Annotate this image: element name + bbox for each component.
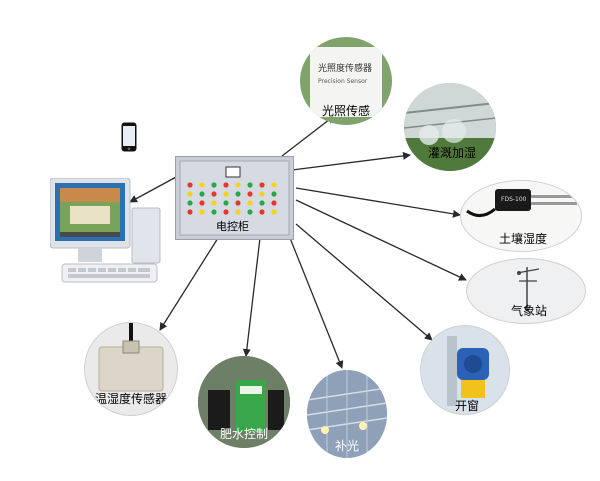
indicator-lamp (259, 200, 265, 206)
node-window: 开窗 (420, 325, 510, 415)
indicator-lamp (235, 182, 241, 188)
node-temp-humidity: 温湿度传感器 (84, 322, 178, 416)
indicator-lamp (199, 200, 205, 206)
node-light-sensor: 光照度传感器 Precision Sensor 光照传感 (300, 37, 392, 125)
indicator-lamp (223, 191, 229, 197)
indicator-lamp (259, 209, 265, 215)
arrow-to-window (295, 223, 433, 341)
arrow-to-soil (295, 187, 461, 218)
indicator-lamp (199, 191, 205, 197)
indicator-lamp (187, 200, 193, 206)
soil-probe-text: FDS-100 (501, 196, 527, 203)
fertilizer-label: 肥水控制 (220, 427, 269, 441)
arrow-to-irrigation (291, 151, 411, 171)
indicator-lamp (211, 209, 217, 215)
indicator-lamp (271, 209, 277, 215)
indicator-lamp (271, 200, 277, 206)
arrow-to-fill-light (289, 237, 344, 369)
indicator-lamp (235, 209, 241, 215)
light-sensor-device-text: 光照度传感器 (318, 64, 373, 74)
node-fertilizer: 肥水控制 (198, 356, 290, 448)
indicator-lamp (199, 209, 205, 215)
node-fill-light: 补光 (307, 370, 387, 458)
computer-icon (49, 177, 165, 298)
indicator-lamp (259, 191, 265, 197)
control-cabinet: 电控柜 (175, 156, 294, 240)
light-sensor-label: 光照传感 (322, 104, 371, 118)
indicator-lamp (223, 182, 229, 188)
soil-label: 土壤湿度 (499, 232, 548, 246)
fill-light-label: 补光 (335, 439, 360, 453)
indicator-lamp (235, 200, 241, 206)
arrow-to-temp-humidity (159, 237, 219, 331)
irrigation-label: 灌溉加湿 (428, 146, 477, 160)
indicator-lamp (247, 209, 253, 215)
arrow-to-weather (295, 199, 467, 281)
indicator-lamp (247, 182, 253, 188)
indicator-lamp (271, 191, 277, 197)
indicator-lamp (259, 182, 265, 188)
indicator-lamp (199, 182, 205, 188)
light-sensor-device-subtext: Precision Sensor (318, 78, 368, 85)
phone-icon (121, 122, 137, 152)
hub-label: 电控柜 (216, 220, 249, 233)
weather-label: 气象站 (511, 304, 548, 318)
indicator-lamp (271, 182, 277, 188)
node-soil: FDS-100 土壤湿度 (460, 180, 582, 252)
arrow-to-fertilizer (242, 237, 261, 357)
temp-humidity-label: 温湿度传感器 (95, 392, 168, 406)
node-weather: 气象站 (466, 258, 586, 324)
indicator-lamp (247, 200, 253, 206)
arrow-to-computer (129, 175, 179, 203)
node-irrigation: 灌溉加湿 (404, 83, 496, 171)
window-label: 开窗 (455, 399, 480, 413)
indicator-lamp (187, 182, 193, 188)
indicator-lamp (187, 191, 193, 197)
indicator-lamp (211, 191, 217, 197)
indicator-lamp (211, 200, 217, 206)
indicator-lamp (223, 200, 229, 206)
indicator-lamp (247, 191, 253, 197)
indicator-lamp (187, 209, 193, 215)
indicator-lamp (211, 182, 217, 188)
arrow-to-light-sensor (281, 115, 335, 157)
indicator-lamp (235, 191, 241, 197)
indicator-lamp (223, 209, 229, 215)
